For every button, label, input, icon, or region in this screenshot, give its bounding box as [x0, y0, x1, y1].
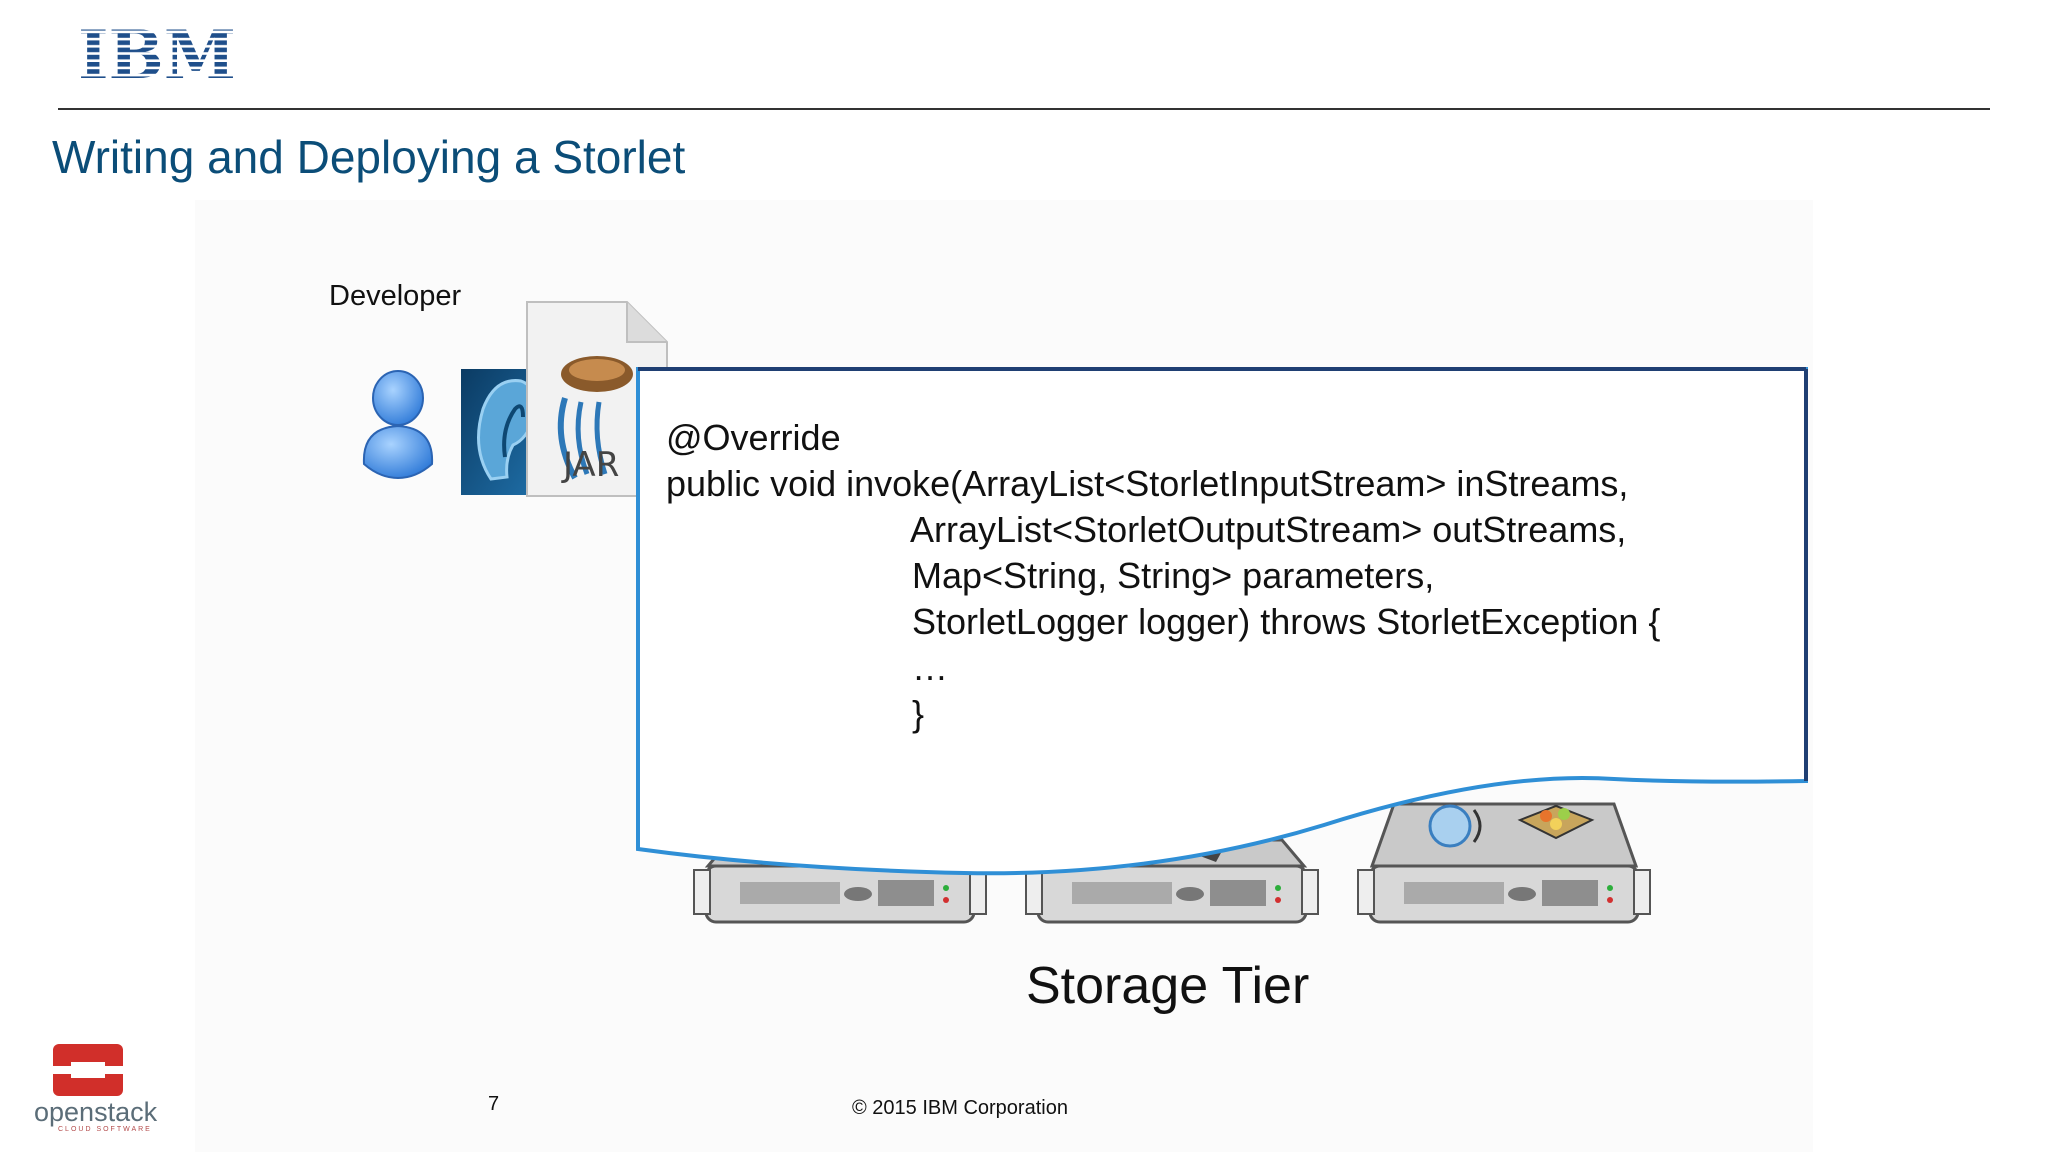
gear-icon — [1428, 804, 1472, 848]
code-line-5: StorletLogger logger) throws StorletExce… — [912, 601, 1661, 642]
person-icon — [362, 370, 434, 480]
jar-file-icon: JAR — [526, 301, 668, 497]
code-callout — [636, 367, 1808, 876]
header-divider — [58, 108, 1990, 110]
openstack-logo-icon — [53, 1044, 123, 1096]
developer-label: Developer — [329, 280, 462, 312]
slide-title: Writing and Deploying a Storlet — [52, 131, 686, 183]
code-line-7: } — [912, 693, 925, 734]
openstack-wordmark: openstack — [34, 1097, 158, 1127]
page-number: 7 — [488, 1093, 500, 1115]
server-3 — [1357, 802, 1651, 924]
code-line-6: … — [912, 647, 948, 688]
ibm-logo: IBM — [78, 26, 236, 84]
code-line-2: public void invoke(ArrayList<StorletInpu… — [666, 463, 1629, 504]
openstack-subtitle: CLOUD SOFTWARE — [58, 1126, 152, 1133]
code-block: @Override public void invoke(ArrayList<S… — [666, 415, 1660, 737]
code-line-4: Map<String, String> parameters, — [912, 555, 1435, 596]
jar-label: JAR — [561, 445, 619, 485]
storage-tier-label: Storage Tier — [1026, 957, 1310, 1015]
svg-text:IBM: IBM — [78, 26, 236, 84]
code-line-1: @Override — [666, 417, 841, 458]
copyright-notice: © 2015 IBM Corporation — [852, 1097, 1068, 1119]
code-line-3: ArrayList<StorletOutputStream> outStream… — [910, 509, 1627, 550]
